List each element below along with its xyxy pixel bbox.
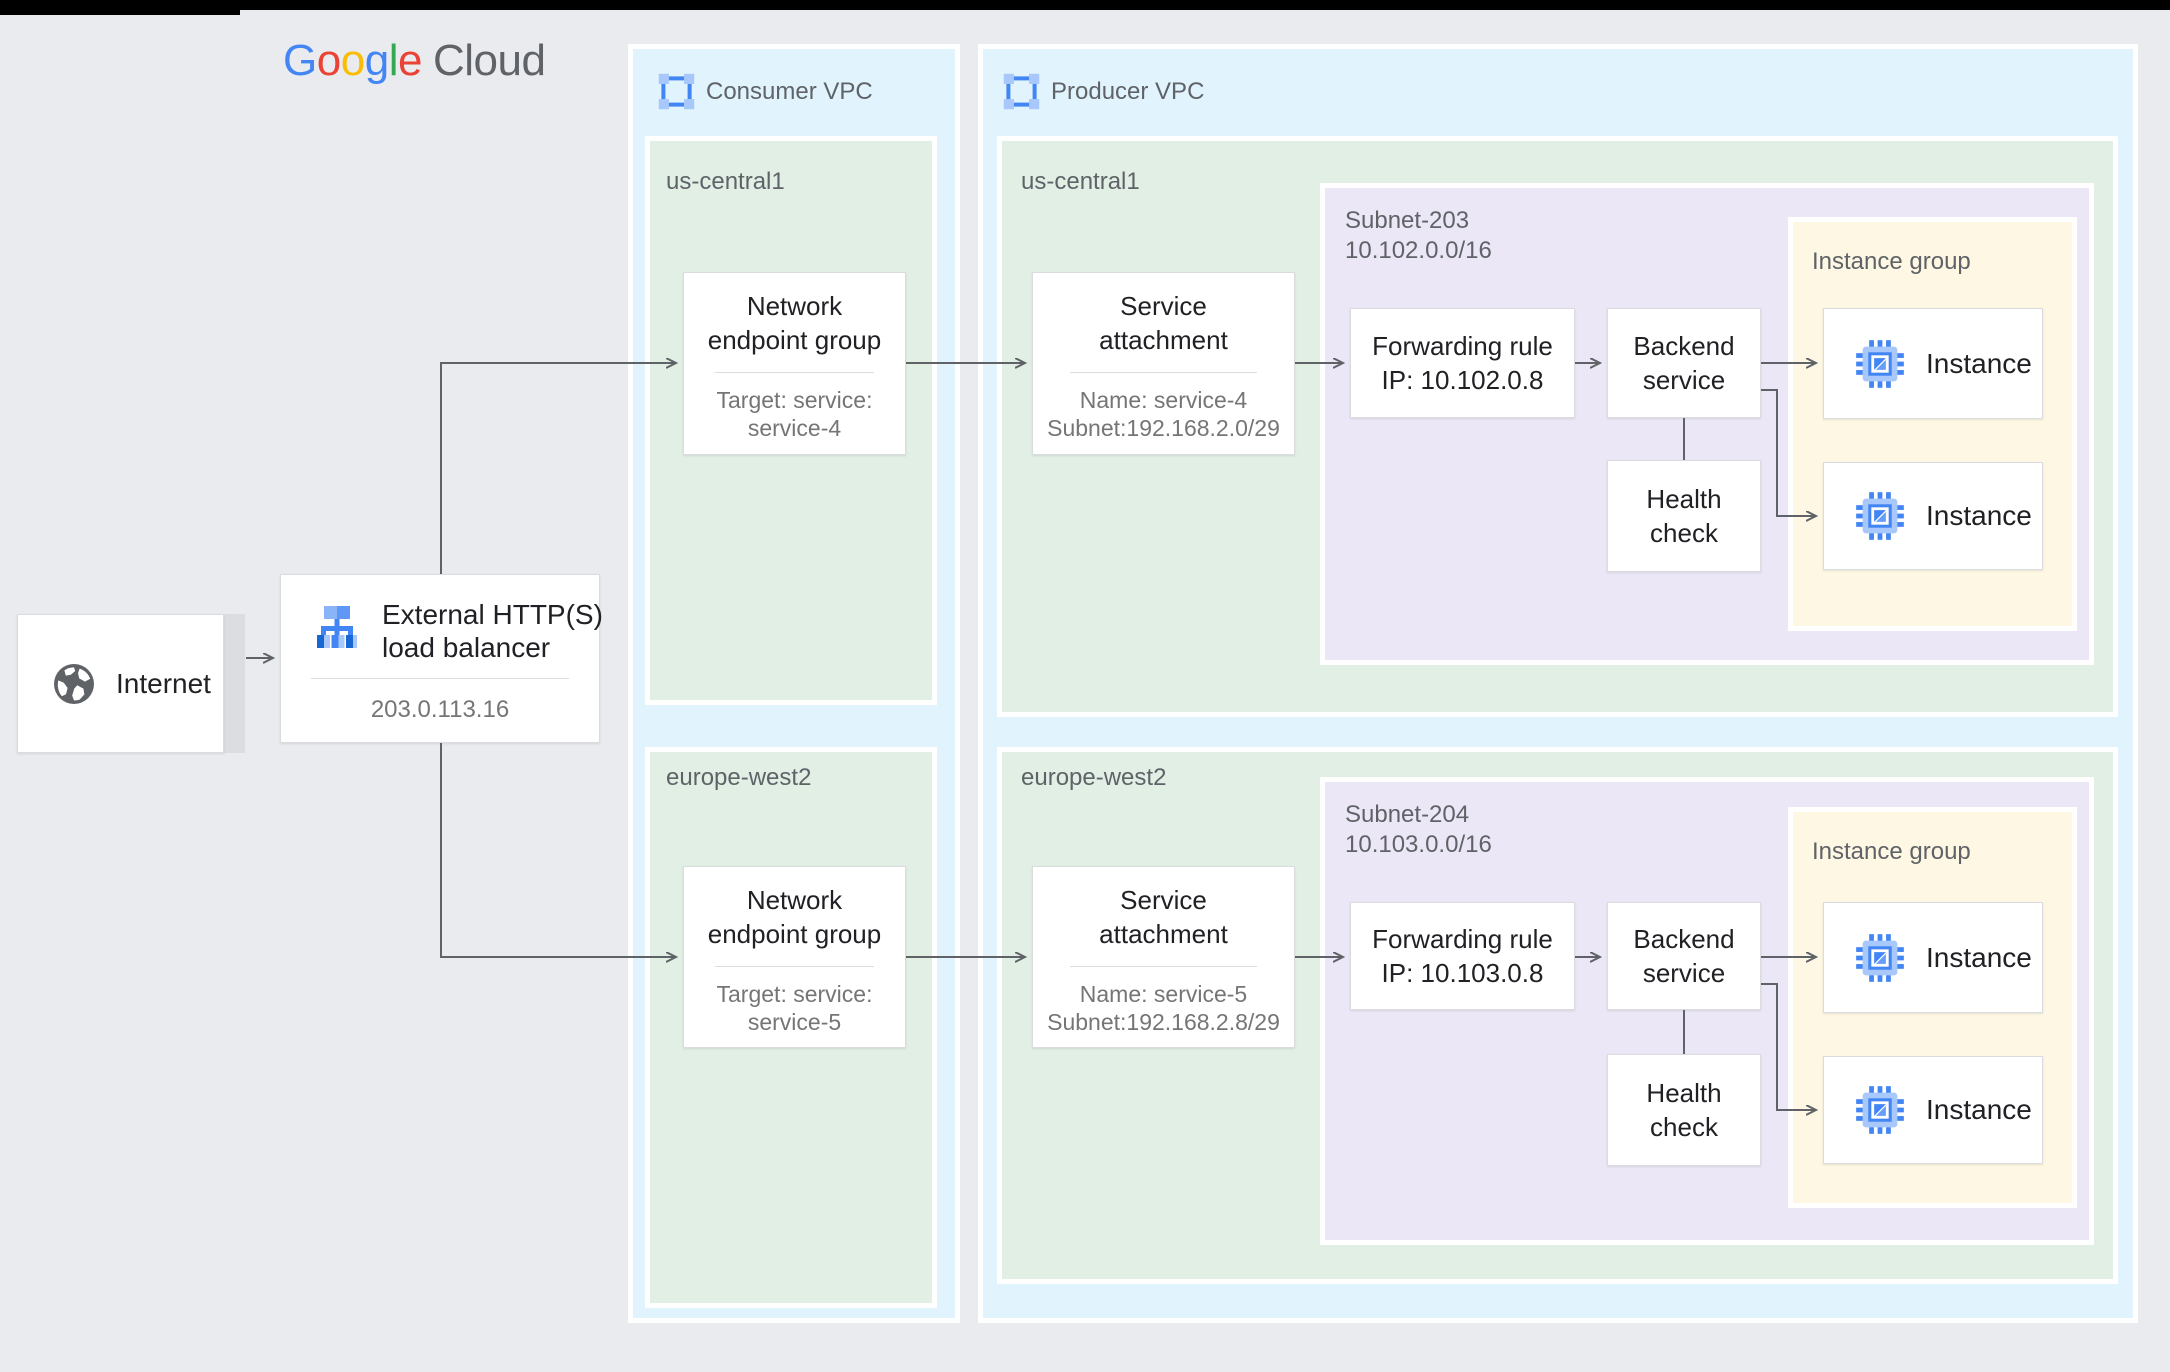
instance-node: Instance: [1823, 1056, 2043, 1164]
instance-group-label: Instance group: [1812, 248, 1971, 275]
top-black-bar-notch: [0, 0, 240, 15]
region-label: us-central1: [666, 168, 785, 195]
consumer-vpc-label: Consumer VPC: [706, 78, 873, 105]
backend-service-us-central1: Backend service: [1607, 308, 1761, 418]
load-balancer-title: External HTTP(S) load balancer: [382, 599, 603, 663]
vpc-icon: [658, 73, 695, 110]
instance-group-label: Instance group: [1812, 838, 1971, 865]
compute-instance-icon: [1854, 932, 1906, 984]
service-attachment-us-central1: Service attachment Name: service-4 Subne…: [1032, 272, 1295, 455]
divider: [714, 966, 875, 967]
instance-node: Instance: [1823, 462, 2043, 570]
region-label: us-central1: [1021, 168, 1140, 195]
health-check-europe-west2: Health check: [1607, 1054, 1761, 1166]
load-balancer-node: External HTTP(S) load balancer 203.0.113…: [280, 574, 603, 743]
logo-cloud: Cloud: [432, 36, 546, 85]
divider: [1069, 372, 1258, 373]
network-endpoint-group-us-central1: Network endpoint group Target: service: …: [683, 272, 906, 455]
divider: [1069, 966, 1258, 967]
network-endpoint-group-europe-west2: Network endpoint group Target: service: …: [683, 866, 906, 1048]
compute-instance-icon: [1854, 490, 1906, 542]
region-label: europe-west2: [1021, 764, 1167, 791]
google-cloud-logo: Google Cloud: [283, 36, 546, 86]
compute-instance-icon: [1854, 1084, 1906, 1136]
vpc-icon: [1003, 73, 1040, 110]
health-check-us-central1: Health check: [1607, 460, 1761, 572]
service-attachment-europe-west2: Service attachment Name: service-5 Subne…: [1032, 866, 1295, 1048]
internet-node: Internet: [17, 614, 224, 753]
backend-service-europe-west2: Backend service: [1607, 902, 1761, 1010]
internet-box-shadow: [224, 614, 245, 753]
compute-instance-icon: [1854, 338, 1906, 390]
load-balancer-ip: 203.0.113.16: [370, 696, 510, 723]
producer-vpc-label: Producer VPC: [1051, 78, 1205, 105]
instance-node: Instance: [1823, 902, 2043, 1013]
divider: [311, 678, 569, 679]
internet-label: Internet: [116, 667, 211, 699]
top-black-bar: [0, 0, 2170, 10]
subnet-203-label: Subnet-203 10.102.0.0/16: [1345, 207, 1492, 264]
divider: [714, 372, 875, 373]
instance-node: Instance: [1823, 308, 2043, 419]
forwarding-rule-us-central1: Forwarding rule IP: 10.102.0.8: [1350, 308, 1575, 418]
globe-icon: [50, 660, 98, 708]
logo-google: Google: [283, 36, 422, 85]
load-balancer-icon: [312, 603, 362, 653]
region-label: europe-west2: [666, 764, 812, 791]
forwarding-rule-europe-west2: Forwarding rule IP: 10.103.0.8: [1350, 902, 1575, 1010]
subnet-204-label: Subnet-204 10.103.0.0/16: [1345, 801, 1492, 858]
